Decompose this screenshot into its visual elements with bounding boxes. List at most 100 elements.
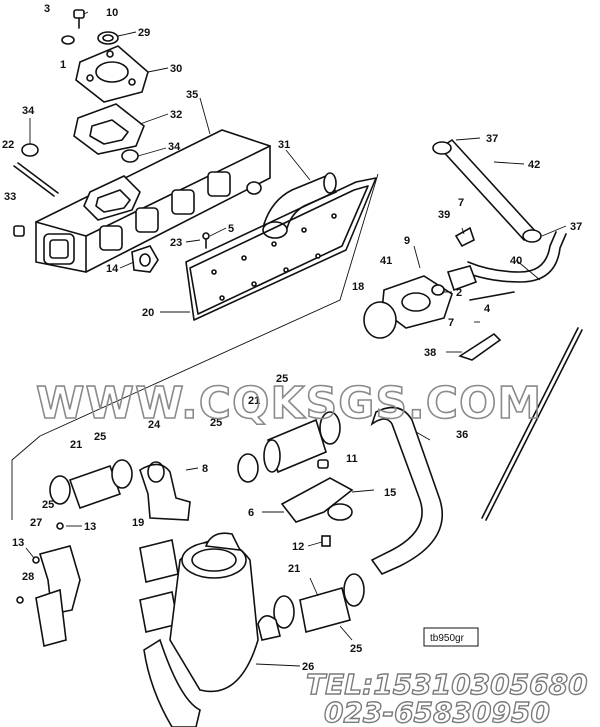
- construction-lines: [11, 173, 379, 520]
- callout-23: 23: [170, 237, 182, 249]
- callout-25c: 25: [94, 431, 106, 443]
- gasket-14: [131, 245, 159, 273]
- callout-42: 42: [528, 159, 540, 171]
- callout-19: 19: [132, 517, 144, 529]
- callout-14: 14: [106, 263, 119, 275]
- contact-fax: 023-65830950: [324, 696, 550, 727]
- callout-11: 11: [346, 453, 358, 465]
- leader-lines: [25, 11, 567, 667]
- callout-31: 31: [278, 139, 290, 151]
- clamp-25-lower-b: [343, 573, 365, 607]
- callout-41: 41: [380, 255, 392, 267]
- tube-36: [370, 406, 444, 575]
- callout-32: 32: [170, 109, 182, 121]
- callout-25d: 25: [42, 499, 54, 511]
- hose-21-left: [68, 464, 122, 510]
- callout-9: 9: [404, 235, 410, 247]
- callout-12: 12: [292, 541, 304, 553]
- hose-21-lower: [299, 587, 351, 634]
- shield-gasket-20: [185, 177, 377, 321]
- callout-37a: 37: [486, 133, 498, 145]
- screw-13-a: [32, 556, 40, 564]
- callout-10: 10: [106, 7, 118, 19]
- callout-2: 2: [456, 287, 462, 299]
- hose-21-upper: [263, 418, 327, 474]
- callout-34a: 34: [22, 105, 35, 117]
- watermark-text: WWW.CQKSGS.COM: [36, 378, 542, 429]
- screw-12: [321, 535, 331, 547]
- screw-10: [73, 9, 85, 29]
- callout-24: 24: [148, 419, 161, 431]
- plug-33: [13, 225, 25, 237]
- callout-15: 15: [384, 487, 396, 499]
- callout-26: 26: [302, 661, 314, 673]
- callout-5: 5: [228, 223, 234, 235]
- callout-18: 18: [352, 281, 364, 293]
- contact-phone: TEL:15310305680: [306, 668, 588, 701]
- tube-42: [432, 138, 542, 243]
- screw-13-c: [56, 522, 64, 530]
- gasket-32: [73, 103, 145, 155]
- dipstick-tube: [481, 327, 583, 521]
- washer-3: [61, 35, 75, 45]
- gasket-29: [97, 31, 119, 45]
- callout-37b: 37: [570, 221, 582, 233]
- screw-23: [202, 232, 210, 249]
- callout-34b: 34: [168, 141, 181, 153]
- clamp-25-lower-a: [273, 595, 295, 629]
- reference-code: tb950gr: [430, 633, 465, 644]
- gasket-19: [139, 539, 179, 583]
- plate-28: [35, 588, 67, 648]
- exhaust-manifold-35: [35, 129, 271, 273]
- bracket-38: [458, 332, 502, 361]
- o-ring-18: [363, 301, 397, 339]
- stud-22: [13, 162, 59, 197]
- bracket-39: [454, 226, 475, 248]
- callout-13a: 13: [84, 521, 96, 533]
- cover-plate-30: [75, 45, 149, 103]
- reference-box: tb950gr: [423, 627, 479, 647]
- callout-4: 4: [484, 303, 491, 315]
- callout-38: 38: [424, 347, 436, 359]
- elbow-24: [139, 461, 191, 521]
- callout-1: 1: [60, 59, 66, 71]
- housing-41: [381, 265, 478, 329]
- plug-34a: [21, 143, 39, 157]
- screw-13-b: [16, 596, 24, 604]
- callout-21c: 21: [288, 563, 300, 575]
- callout-22: 22: [2, 139, 14, 151]
- tube-40: [463, 231, 567, 301]
- callout-33: 33: [4, 191, 16, 203]
- clamp-25-left-b: [111, 459, 133, 489]
- plug-34b: [121, 149, 139, 163]
- callout-13b: 13: [12, 537, 24, 549]
- callout-28: 28: [22, 571, 34, 583]
- callout-25a: 25: [276, 373, 288, 385]
- callout-25e: 25: [350, 643, 362, 655]
- clamp-25-left-a: [49, 475, 71, 505]
- callout-30: 30: [170, 63, 182, 75]
- callout-25b: 25: [210, 417, 222, 429]
- callout-labels: 3 10 29 1 30 35 34 32 22 34 31 33 5 23 1…: [2, 3, 582, 673]
- bracket-15: [280, 459, 354, 523]
- outlet-stub: [257, 615, 281, 641]
- callout-21a: 21: [248, 395, 260, 407]
- callout-3: 3: [44, 3, 50, 15]
- callout-36: 36: [456, 429, 468, 441]
- clamp-25-mid: [237, 453, 259, 483]
- callout-7a: 7: [458, 197, 464, 209]
- callout-39: 39: [438, 209, 450, 221]
- parts-drawing: [11, 9, 583, 727]
- callout-27: 27: [30, 517, 42, 529]
- callout-40: 40: [510, 255, 522, 267]
- callout-6: 6: [248, 507, 254, 519]
- callout-21b: 21: [70, 439, 82, 451]
- callout-35: 35: [186, 89, 198, 101]
- clamp-25-upper: [319, 411, 341, 445]
- turbocharger-26: [143, 532, 259, 727]
- callout-8: 8: [202, 463, 208, 475]
- callout-7b: 7: [448, 317, 454, 329]
- callout-29: 29: [138, 27, 150, 39]
- callout-20: 20: [142, 307, 154, 319]
